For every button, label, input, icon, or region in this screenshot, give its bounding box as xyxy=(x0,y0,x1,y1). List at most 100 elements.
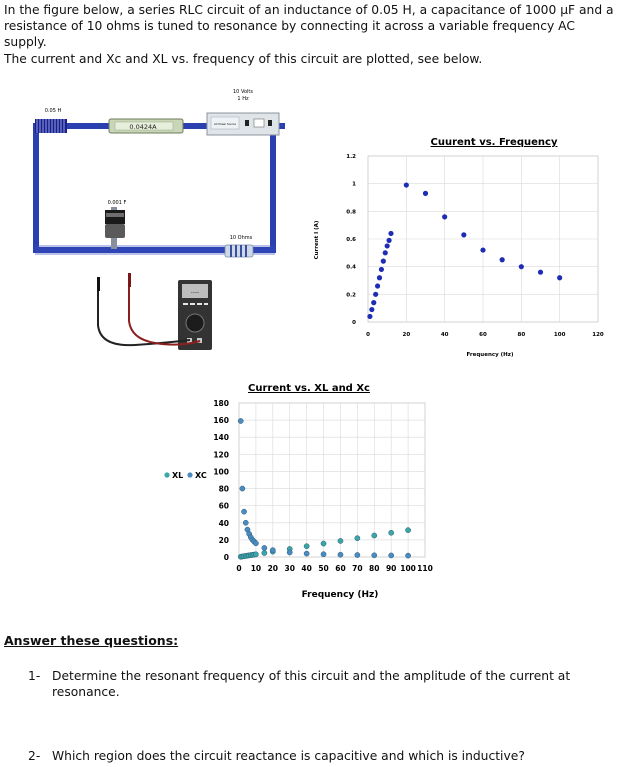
ac-source xyxy=(206,112,280,136)
resistor xyxy=(224,244,254,258)
probe-leads xyxy=(97,273,201,347)
source-panel-label: AC Power Source xyxy=(214,122,236,126)
chart1-point xyxy=(367,313,373,320)
chart2-xtick-label: 30 xyxy=(285,564,295,573)
chart2-ytick-label: 120 xyxy=(213,450,229,459)
capacitor-label: 0.001 F xyxy=(108,200,127,206)
chart2-xtick-label: 10 xyxy=(251,564,261,573)
chart-current-vs-frequency: Cuurent vs. Frequency 00.20.40.60.811.2 … xyxy=(314,137,604,358)
chart1-ytick-label: 0.6 xyxy=(346,237,356,243)
chart2-point-xc xyxy=(242,519,249,526)
chart2-xlabel: Frequency (Hz) xyxy=(302,590,379,600)
chart1-xtick-label: 20 xyxy=(403,332,411,338)
chart2-xtick-label: 90 xyxy=(386,564,396,573)
chart2-ytick-label: 160 xyxy=(213,416,229,425)
chart2-point-xc xyxy=(354,552,361,558)
chart2-point-xl xyxy=(405,527,411,533)
chart1-xtick-label: 100 xyxy=(554,332,566,338)
multimeter-display: ---- xyxy=(191,289,200,296)
chart2-xtick-label: 60 xyxy=(335,564,345,573)
chart1-point xyxy=(386,237,392,243)
chart1-point xyxy=(518,264,524,270)
chart2-point-xc xyxy=(405,552,411,559)
chart1-ytick-label: 0.8 xyxy=(346,209,356,215)
inductor-label: 0.05 H xyxy=(45,108,62,114)
chart2-legend: XL XC xyxy=(164,471,207,480)
chart2-xtick-label: 110 xyxy=(417,564,433,573)
chart1-point xyxy=(384,243,390,249)
chart2-ytick-label: 0 xyxy=(224,553,229,562)
chart2-ytick-label: 20 xyxy=(219,536,229,545)
chart1-point xyxy=(376,275,383,281)
chart2-ytick-label: 60 xyxy=(219,502,229,511)
chart1-point xyxy=(388,230,394,237)
chart1-xtick-label: 0 xyxy=(366,332,370,338)
chart1-point xyxy=(403,182,409,188)
question-1-text: Determine the resonant frequency of this… xyxy=(52,669,571,699)
chart1-point xyxy=(382,250,388,256)
chart2-xtick-label: 50 xyxy=(318,564,328,573)
chart1-ytick-label: 1 xyxy=(352,182,356,188)
capacitor xyxy=(105,207,125,249)
chart2-point-xc xyxy=(261,545,268,551)
intro-paragraph: In the figure below, a series RLC circui… xyxy=(4,3,614,49)
chart2-point-xc xyxy=(237,418,244,424)
chart1-point xyxy=(378,266,385,273)
intro-plotted-text: The current and Xc and XL vs. frequency … xyxy=(4,52,483,66)
legend-xl-marker xyxy=(164,472,170,478)
chart1-xtick-label: 80 xyxy=(518,332,526,338)
chart1-xtick-label: 40 xyxy=(441,332,449,338)
source-freq-label: 1 Hz xyxy=(237,96,249,102)
chart2-xtick-label: 70 xyxy=(352,564,362,573)
question-2-text: Which region does the circuit reactance … xyxy=(52,749,525,763)
resistor-label: 10 Ohms xyxy=(230,235,253,241)
chart1-point xyxy=(461,232,467,238)
chart2-point-xl xyxy=(354,535,361,542)
chart1-ytick-label: 0.4 xyxy=(346,265,356,271)
chart1-ytick-label: 0.2 xyxy=(346,292,356,298)
chart2-point-xl xyxy=(253,551,259,558)
chart1-point xyxy=(380,258,386,264)
chart2-ytick-label: 100 xyxy=(213,467,229,476)
chart2-point-xc xyxy=(337,551,344,558)
chart2-point-xl xyxy=(320,540,327,547)
chart2-point-xl xyxy=(261,550,268,556)
chart2-point-xl xyxy=(371,532,378,539)
chart1-ytick-label: 1.2 xyxy=(346,154,356,160)
chart2-xtick-label: 0 xyxy=(236,564,241,573)
chart1-point xyxy=(422,190,429,196)
chart-current-vs-xl-xc: Current vs. XL and Xc 020406080100120140… xyxy=(164,383,433,600)
chart2-ytick-label: 80 xyxy=(219,485,229,494)
chart2-point-xl xyxy=(303,543,310,550)
chart1-point xyxy=(499,257,505,263)
chart2-title: Current vs. XL and Xc xyxy=(248,383,370,394)
chart2-point-xc xyxy=(269,547,276,554)
chart1-point xyxy=(373,291,379,297)
chart2-point-xc xyxy=(371,552,378,559)
chart2-plot-area xyxy=(238,402,426,558)
chart2-ytick-label: 180 xyxy=(213,399,229,408)
chart2-xtick-label: 100 xyxy=(400,564,416,573)
question-2-number: 2- xyxy=(28,749,41,763)
chart2-ytick-label: 40 xyxy=(219,519,229,528)
chart1-point xyxy=(371,300,377,306)
chart1-xtick-label: 60 xyxy=(479,332,487,338)
chart1-ylabel: Current I (A) xyxy=(314,220,320,259)
questions-heading: Answer these questions: xyxy=(4,633,179,648)
ammeter-reading: 0.0424A xyxy=(129,123,157,131)
chart2-point-xc xyxy=(253,540,259,547)
chart2-point-xc xyxy=(241,508,247,515)
chart2-xtick-label: 20 xyxy=(268,564,278,573)
chart2-xtick-label: 80 xyxy=(369,564,379,573)
chart1-point xyxy=(374,283,381,289)
inductor xyxy=(35,119,67,133)
ammeter xyxy=(108,118,184,134)
chart2-point-xl xyxy=(337,538,344,544)
chart1-xtick-label: 120 xyxy=(592,332,604,338)
chart2-point-xc xyxy=(388,552,395,559)
chart1-ytick-label: 0 xyxy=(352,320,356,326)
chart2-point-xl xyxy=(388,529,395,536)
chart1-point xyxy=(557,275,563,281)
chart2-point-xc xyxy=(303,550,310,557)
chart1-point xyxy=(369,306,375,313)
